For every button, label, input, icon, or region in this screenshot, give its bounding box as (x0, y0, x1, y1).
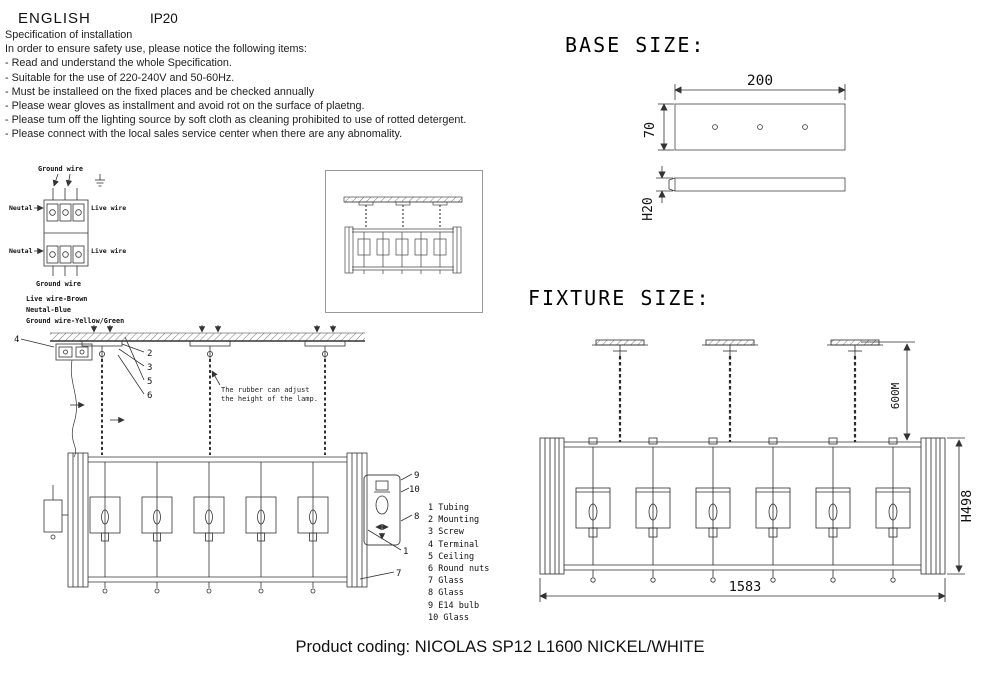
spec-item: - Must be installeed on the fixed places… (5, 85, 315, 98)
callout-terminal: 4 (14, 335, 19, 345)
part-item: 9 E14 bulb (428, 600, 480, 611)
callout-glass-mid: 8 (414, 512, 419, 522)
callout-glass-bottom: 7 (396, 569, 401, 579)
callout-mounting: 2 (147, 349, 152, 359)
part-item: 4 Terminal (428, 539, 480, 550)
overview-thumbnail-box (325, 170, 483, 313)
wiring-diagram: Ground wire Neutal Live wire Neutal Live… (8, 162, 143, 332)
installation-drawing: 4 2 3 5 6 9 10 8 1 7 (10, 325, 425, 635)
product-coding: Product coding: NICOLAS SP12 L1600 NICKE… (295, 638, 705, 656)
base-size-title: BASE SIZE: (565, 33, 706, 57)
callout-bulb: 9 (414, 471, 419, 481)
fixture-drop-dim: 600M (889, 382, 902, 409)
part-item: 6 Round nuts (428, 564, 490, 575)
fixture-length-dim: 1583 (729, 579, 762, 595)
legend-ground-wire: Ground wire-Yellow/Green (26, 317, 124, 325)
fixture-size-drawing: 600M H498 1583 (525, 330, 975, 630)
base-size-drawing: 200 70 H20 (640, 62, 875, 234)
fixture-size-title: FIXTURE SIZE: (528, 286, 711, 310)
ground-wire-top-label: Ground wire (38, 165, 83, 173)
part-item: 7 Glass (428, 576, 464, 587)
base-height-dim: 70 (642, 122, 658, 138)
callout-ceiling: 5 (147, 377, 152, 387)
overview-chandelier-drawing (343, 196, 463, 274)
legend-live-wire: Live wire-Brown (26, 295, 87, 303)
live-bottom-label: Live wire (91, 247, 126, 255)
callout-round-nuts: 6 (147, 391, 152, 401)
spec-item: - Read and understand the whole Specific… (5, 57, 232, 70)
live-top-label: Live wire (91, 204, 126, 212)
part-item: 3 Screw (428, 527, 464, 538)
spec-title: Specification of installation (5, 29, 133, 41)
neutral-bottom-label: Neutal (9, 247, 33, 255)
height-adjust-note: The rubber can adjust the height of the … (221, 386, 318, 403)
fixture-height-dim: H498 (959, 490, 975, 523)
part-item: 10 Glass (428, 612, 469, 623)
specification-block: Specification of installation In order t… (5, 28, 545, 142)
legend-neutral: Neutal-Blue (26, 306, 71, 314)
callout-glass-top: 10 (409, 485, 420, 495)
part-item: 8 Glass (428, 588, 464, 599)
ground-wire-bottom-label: Ground wire (36, 280, 81, 288)
ip-rating-label: IP20 (150, 11, 178, 26)
spec-item: - Please connect with the local sales se… (5, 128, 403, 141)
callout-tubing: 1 (403, 547, 408, 557)
spec-intro: In order to ensure safety use, please no… (5, 43, 307, 56)
spec-item: - Please wear gloves as installment and … (5, 100, 365, 113)
base-width-dim: 200 (747, 73, 773, 89)
parts-list: 1 Tubing 2 Mounting 3 Screw 4 Terminal 5… (428, 502, 489, 624)
part-item: 5 Ceiling (428, 551, 475, 562)
base-thickness-dim: H20 (641, 197, 656, 220)
spec-item: - Suitable for the use of 220-240V and 5… (5, 71, 235, 84)
language-label: ENGLISH (18, 10, 91, 27)
callout-screw: 3 (147, 363, 152, 373)
neutral-top-label: Neutal (9, 204, 33, 212)
part-item: 2 Mounting (428, 515, 480, 526)
part-item: 1 Tubing (428, 503, 469, 513)
spec-item: - Please tum off the lighting source by … (5, 114, 467, 127)
